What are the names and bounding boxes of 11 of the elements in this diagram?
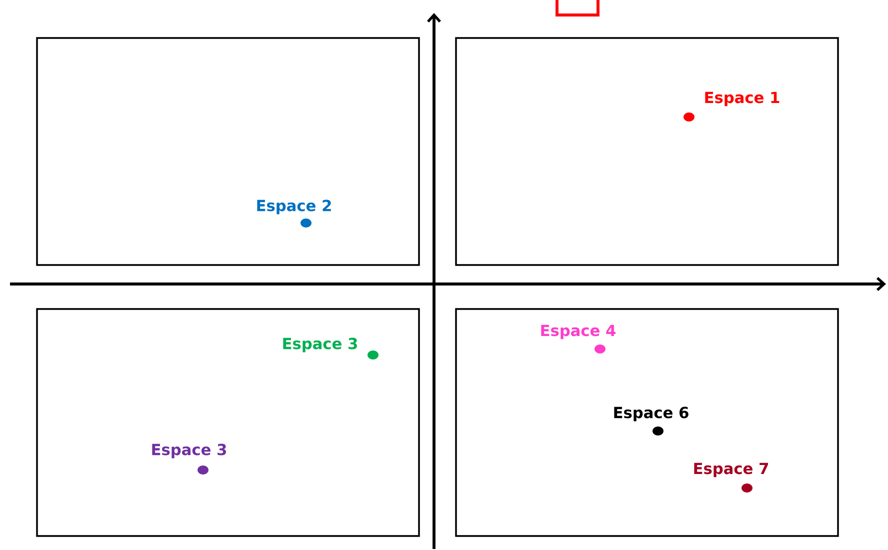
- point-label: Espace 3: [152, 444, 226, 458]
- quadrant-box: [36, 308, 420, 537]
- point-label: Espace 4: [541, 324, 616, 340]
- point-label: Espace 7: [694, 462, 768, 478]
- point-label: Espace 3: [283, 338, 357, 352]
- point-label: Espace 2: [257, 200, 331, 214]
- point-label: Espace 6: [614, 406, 688, 422]
- quadrant-box: [455, 37, 839, 266]
- quadrant-box: [36, 37, 420, 266]
- quadrant-box: [455, 308, 839, 537]
- point-label: Espace 1: [705, 92, 780, 106]
